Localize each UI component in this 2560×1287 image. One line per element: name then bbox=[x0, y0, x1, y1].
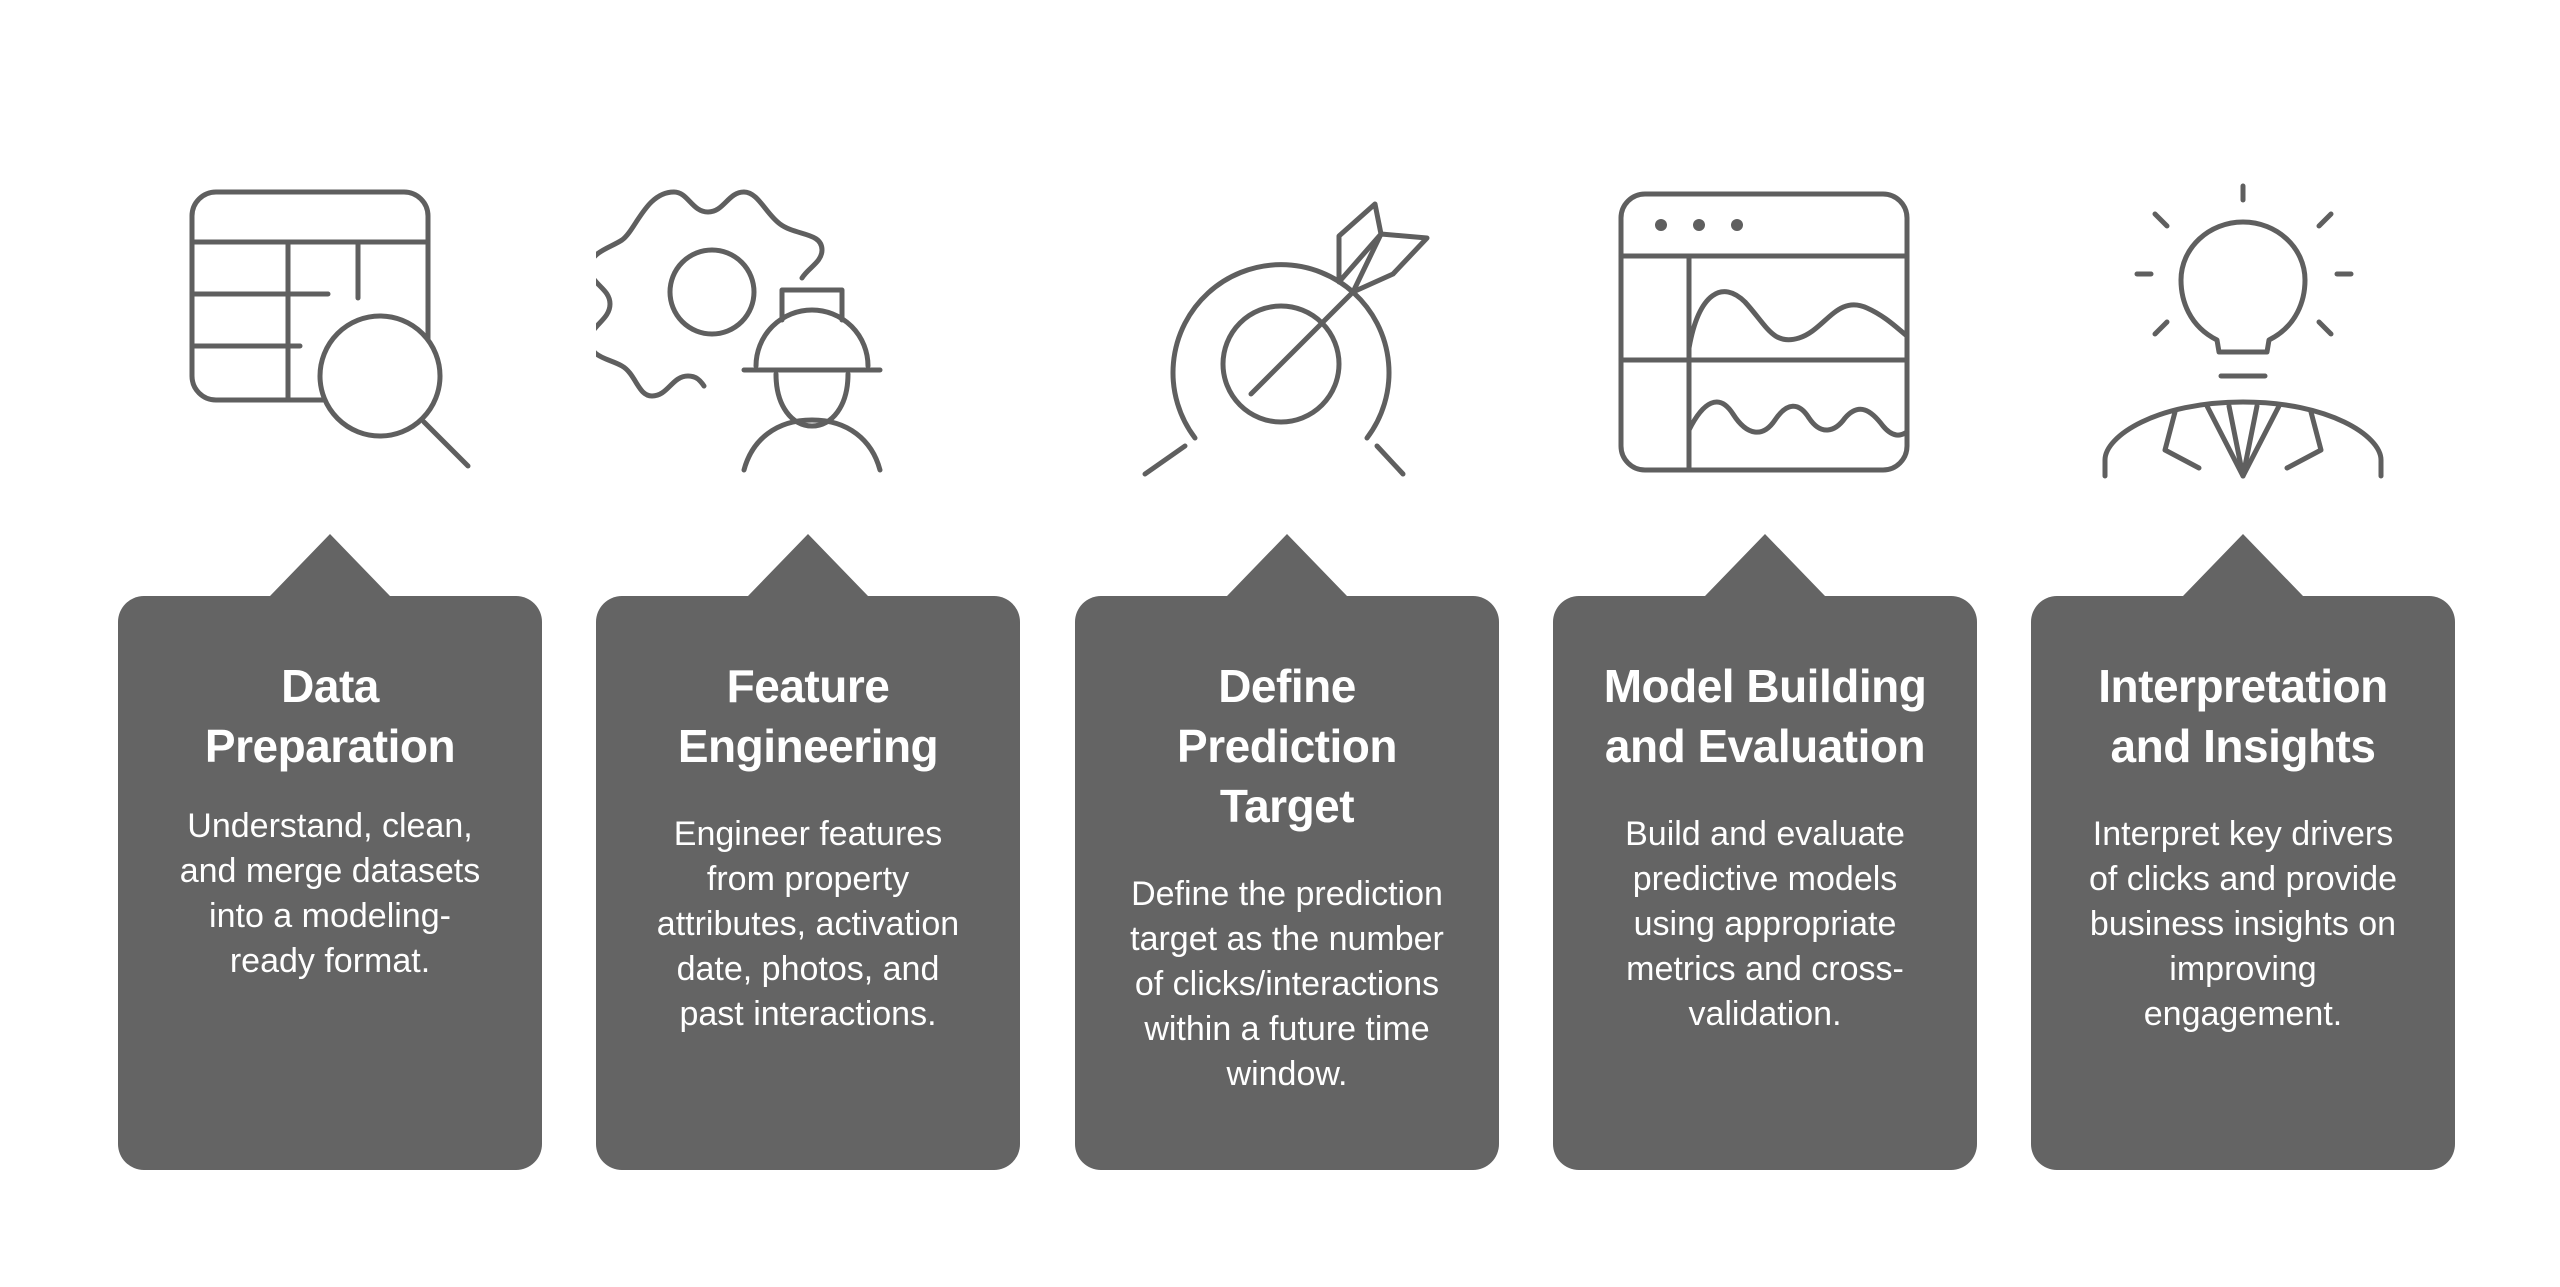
step-description-line: business insights on bbox=[2089, 905, 2397, 943]
card-pointer bbox=[748, 534, 868, 596]
step-feature-engineering: Feature Engineering Engineer features fr… bbox=[596, 0, 1020, 1287]
step-title-line: Engineering bbox=[677, 720, 939, 772]
table-search-icon bbox=[118, 170, 542, 490]
card-pointer bbox=[270, 534, 390, 596]
step-description-line: into a modeling- bbox=[209, 897, 451, 935]
step-description-line: ready format. bbox=[229, 942, 431, 980]
step-description-line: predictive models bbox=[1632, 860, 1898, 898]
step-description-line: using appropriate bbox=[1633, 905, 1897, 943]
step-title: Interpretation and Insights bbox=[2061, 656, 2425, 776]
step-title-line: Prediction bbox=[1177, 720, 1397, 772]
step-description-line: past interactions. bbox=[679, 995, 937, 1033]
step-data-preparation: Data Preparation Understand, clean, and … bbox=[118, 0, 542, 1287]
step-description-line: from property bbox=[706, 860, 910, 898]
gear-engineer-icon bbox=[596, 170, 1020, 490]
step-title-line: and Evaluation bbox=[1604, 720, 1926, 772]
step-description-line: Build and evaluate bbox=[1625, 815, 1905, 853]
step-card: Feature Engineering Engineer features fr… bbox=[596, 534, 1020, 1170]
step-description: Build and evaluate predictive models usi… bbox=[1583, 812, 1947, 1037]
dashboard-charts-icon bbox=[1553, 170, 1977, 490]
step-title-line: Model Building bbox=[1603, 660, 1927, 712]
step-description-line: of clicks/interactions bbox=[1134, 965, 1440, 1003]
step-description-line: Interpret key drivers bbox=[2092, 815, 2394, 853]
step-description-line: and merge datasets bbox=[179, 852, 481, 890]
step-title-line: Target bbox=[1219, 780, 1355, 832]
step-description-line: target as the number bbox=[1130, 920, 1444, 958]
step-description-line: engagement. bbox=[2143, 995, 2343, 1033]
card-pointer bbox=[1227, 534, 1347, 596]
step-description-line: Understand, clean, bbox=[187, 807, 473, 845]
step-title-line: and Insights bbox=[2110, 720, 2376, 772]
step-description: Interpret key drivers of clicks and prov… bbox=[2061, 812, 2425, 1037]
step-title: Define Prediction Target bbox=[1105, 656, 1469, 836]
step-define-prediction-target: Define Prediction Target Define the pred… bbox=[1075, 0, 1499, 1287]
card-pointer bbox=[1705, 534, 1825, 596]
step-description: Define the prediction target as the numb… bbox=[1105, 872, 1469, 1097]
step-title-line: Feature bbox=[726, 660, 890, 712]
step-title-line: Interpretation bbox=[2098, 660, 2388, 712]
step-title-line: Data bbox=[281, 660, 379, 712]
step-description: Understand, clean, and merge datasets in… bbox=[148, 804, 512, 984]
step-description-line: attributes, activation bbox=[656, 905, 960, 943]
step-description-line: metrics and cross- bbox=[1626, 950, 1904, 988]
step-title-line: Define bbox=[1218, 660, 1356, 712]
step-card: Data Preparation Understand, clean, and … bbox=[118, 534, 542, 1170]
step-description-line: Engineer features bbox=[673, 815, 943, 853]
step-model-building-evaluation: Model Building and Evaluation Build and … bbox=[1553, 0, 1977, 1287]
step-description-line: window. bbox=[1226, 1055, 1348, 1093]
step-description-line: improving bbox=[2169, 950, 2317, 988]
lightbulb-person-icon bbox=[2031, 170, 2455, 490]
step-description-line: Define the prediction bbox=[1131, 875, 1443, 913]
step-card: Model Building and Evaluation Build and … bbox=[1553, 534, 1977, 1170]
step-description-line: of clicks and provide bbox=[2088, 860, 2398, 898]
step-description-line: within a future time bbox=[1144, 1010, 1430, 1048]
step-description-line: date, photos, and bbox=[676, 950, 940, 988]
step-description: Engineer features from property attribut… bbox=[626, 812, 990, 1037]
card-pointer bbox=[2183, 534, 2303, 596]
step-card: Interpretation and Insights Interpret ke… bbox=[2031, 534, 2455, 1170]
step-card: Define Prediction Target Define the pred… bbox=[1075, 534, 1499, 1170]
step-interpretation-insights: Interpretation and Insights Interpret ke… bbox=[2031, 0, 2455, 1287]
step-title: Feature Engineering bbox=[626, 656, 990, 776]
step-title: Model Building and Evaluation bbox=[1583, 656, 1947, 776]
step-description-line: validation. bbox=[1688, 995, 1842, 1033]
target-arrow-icon bbox=[1075, 170, 1499, 490]
step-title: Data Preparation bbox=[148, 656, 512, 776]
step-title-line: Preparation bbox=[204, 720, 456, 772]
